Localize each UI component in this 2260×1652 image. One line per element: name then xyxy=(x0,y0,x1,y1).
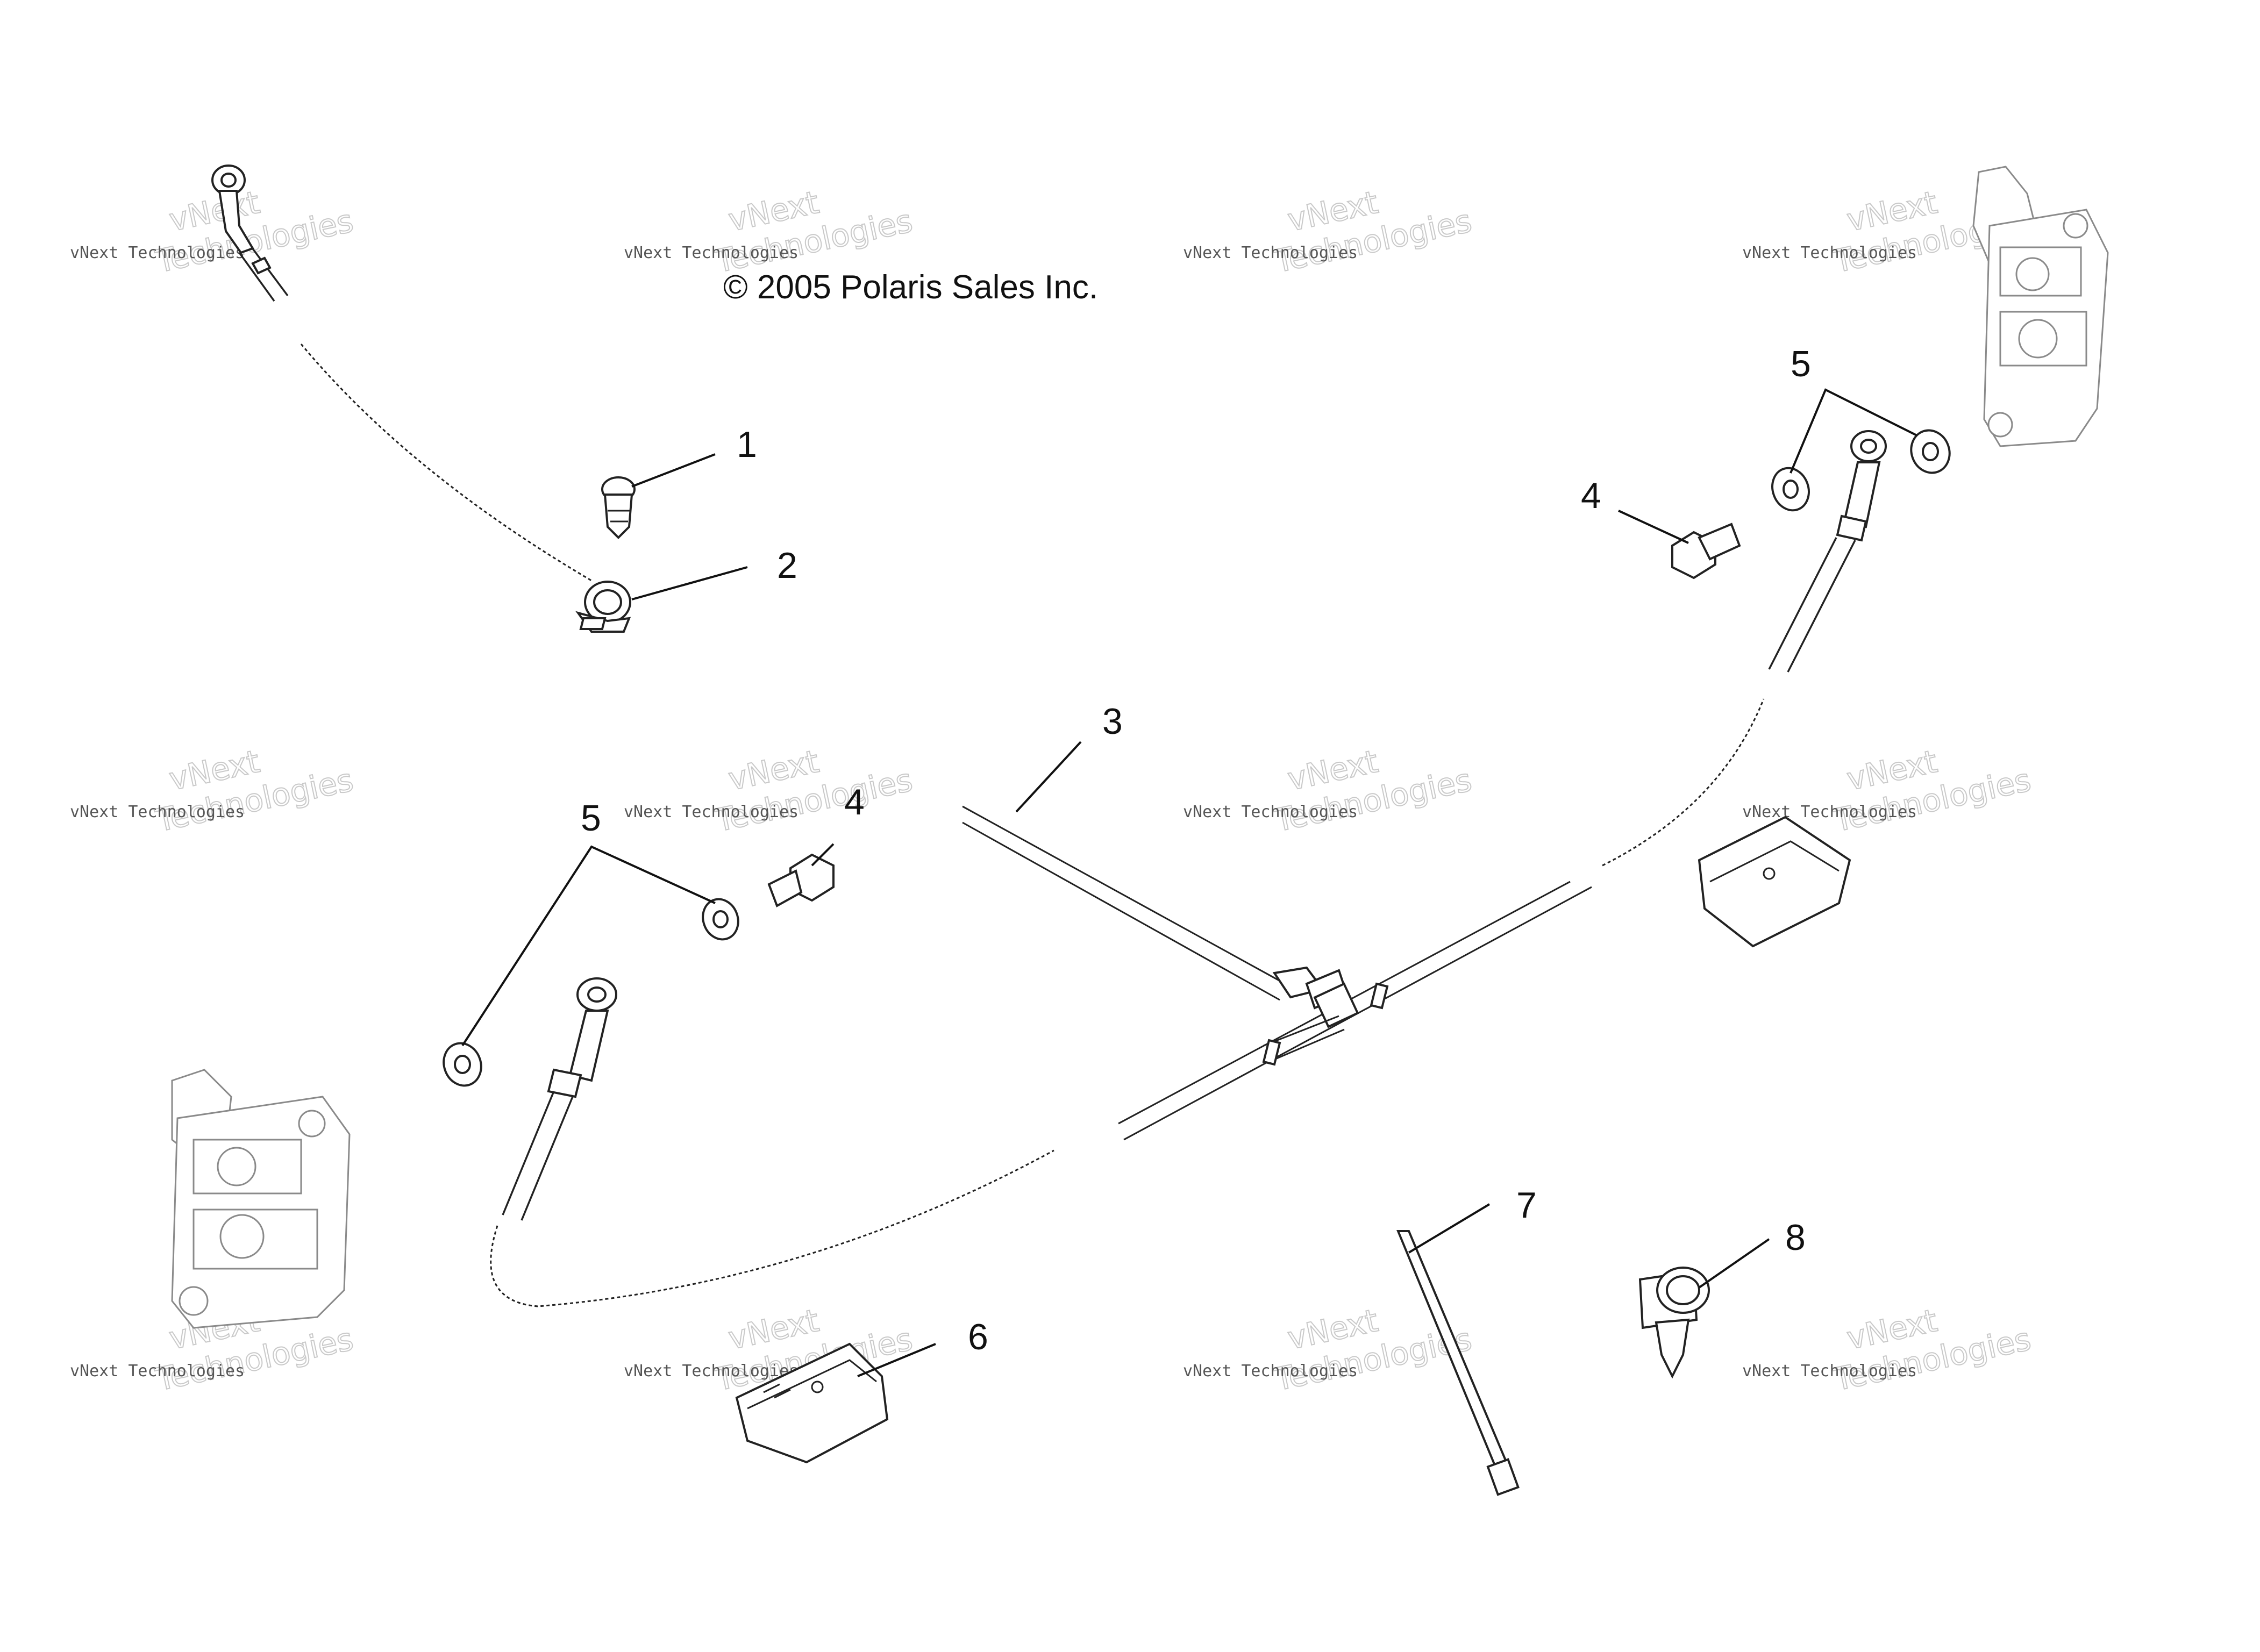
callout-2: 2 xyxy=(777,545,797,586)
master-cylinder-line xyxy=(211,165,592,582)
part-1-push-rivet xyxy=(601,476,636,539)
part-5-washers-left xyxy=(443,898,739,1087)
svg-text:vNext Technologies: vNext Technologies xyxy=(1183,1362,1358,1381)
watermark-3-3: vNext Technologies vNext Technologies xyxy=(1183,1301,1475,1399)
watermark-grid: vNext Technologies vNext Technologies vN… xyxy=(70,183,2035,1399)
svg-text:vNext Technologies: vNext Technologies xyxy=(70,1362,245,1381)
watermark-2-2: vNext Technologies vNext Technologies xyxy=(624,742,916,840)
copyright-text: © 2005 Polaris Sales Inc. xyxy=(723,269,1098,306)
right-brake-caliper xyxy=(1972,166,2109,447)
svg-text:vNext Technologies: vNext Technologies xyxy=(1742,803,1917,821)
part-4-banjo-bolt-right xyxy=(1671,523,1741,580)
part-7-cable-tie xyxy=(1396,1230,1520,1496)
part-2-clamp xyxy=(575,581,631,633)
watermark-2-3: vNext Technologies vNext Technologies xyxy=(1183,742,1475,840)
watermark-1-2: vNext Technologies vNext Technologies xyxy=(624,183,916,281)
callout-4-left: 4 xyxy=(844,782,865,823)
callout-5-right: 5 xyxy=(1791,344,1811,384)
watermark-1-3: vNext Technologies vNext Technologies xyxy=(1183,183,1475,281)
part-3-brake-line-assembly xyxy=(962,698,1765,1141)
svg-text:vNext Technologies: vNext Technologies xyxy=(624,803,799,821)
watermark-1-1: vNext Technologies vNext Technologies xyxy=(70,183,357,281)
part-5-washers-right xyxy=(1771,429,1951,512)
right-brake-line xyxy=(1768,430,1887,673)
svg-text:vNext Technologies: vNext Technologies xyxy=(1183,244,1358,262)
callout-1: 1 xyxy=(737,424,757,465)
callout-3: 3 xyxy=(1102,701,1123,742)
callout-4-right: 4 xyxy=(1581,475,1601,516)
watermark-3-4: vNext Technologies vNext Technologies xyxy=(1742,1301,2035,1399)
svg-text:vNext Technologies: vNext Technologies xyxy=(1742,244,1917,262)
right-clip-bracket xyxy=(1698,816,1851,948)
part-6-clip xyxy=(735,1342,889,1464)
callout-7: 7 xyxy=(1516,1185,1537,1226)
svg-text:vNext Technologies: vNext Technologies xyxy=(70,244,245,262)
svg-text:vNext Technologies: vNext Technologies xyxy=(70,803,245,821)
callout-6: 6 xyxy=(968,1317,988,1357)
watermark-2-1: vNext Technologies vNext Technologies xyxy=(70,742,357,840)
left-brake-line xyxy=(490,977,1054,1307)
part-8-clip xyxy=(1638,1267,1710,1379)
svg-text:vNext Technologies: vNext Technologies xyxy=(624,244,799,262)
callout-8: 8 xyxy=(1785,1217,1806,1258)
leader-lines xyxy=(461,388,1917,1377)
svg-text:vNext Technologies: vNext Technologies xyxy=(1742,1362,1917,1381)
callout-5-left: 5 xyxy=(581,798,601,839)
svg-text:vNext Technologies: vNext Technologies xyxy=(624,1362,799,1381)
part-4-banjo-bolt-left xyxy=(767,853,835,907)
left-brake-caliper xyxy=(171,1069,351,1329)
svg-text:vNext Technologies: vNext Technologies xyxy=(1183,803,1358,821)
